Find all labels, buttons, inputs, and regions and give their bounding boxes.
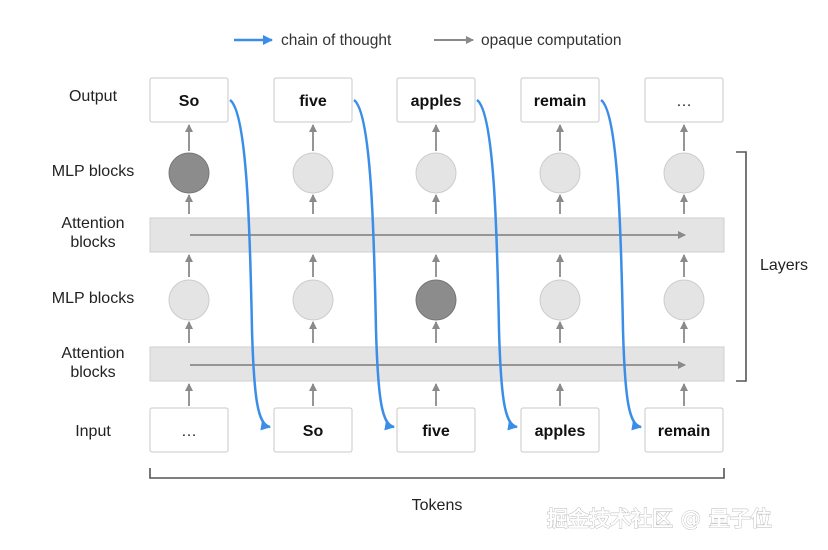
mlp-node-bottom	[168, 279, 210, 321]
layers-label: Layers	[760, 257, 808, 274]
row-label-attention-top-1: Attention	[61, 215, 124, 232]
input-token-label: …	[181, 423, 197, 440]
watermark: 掘金技术社区 @ 量子位	[547, 507, 772, 531]
column-1: five So	[273, 77, 353, 453]
cot-arrow-five	[353, 98, 395, 431]
attention-band-bottom	[149, 346, 725, 382]
output-token-box	[644, 77, 724, 123]
chain-of-thought-arrows	[229, 98, 642, 431]
legend-chain-label: chain of thought	[281, 32, 392, 49]
input-token-box	[520, 407, 600, 453]
column-0: So …	[149, 77, 229, 453]
column-2: apples five	[396, 77, 476, 453]
input-token-label: remain	[658, 423, 710, 440]
input-token-box	[273, 407, 353, 453]
input-token-label: So	[303, 423, 324, 440]
mlp-node-bottom	[292, 279, 334, 321]
row-label-attention-bottom-2: blocks	[70, 364, 115, 381]
output-token-box	[149, 77, 229, 123]
cot-arrow-remain	[600, 98, 642, 431]
row-label-input: Input	[75, 423, 111, 440]
mlp-node-top-active	[168, 152, 210, 194]
tokens-label: Tokens	[412, 497, 463, 514]
row-label-attention-top-2: blocks	[70, 234, 115, 251]
output-token-box	[273, 77, 353, 123]
mlp-node-top	[663, 152, 705, 194]
mlp-node-top	[415, 152, 457, 194]
input-token-label: apples	[535, 423, 586, 440]
input-token-box	[644, 407, 724, 453]
output-token-box	[396, 77, 476, 123]
output-token-label: remain	[534, 93, 586, 110]
cot-arrow-so	[229, 98, 271, 431]
cot-arrow-apples	[476, 98, 518, 431]
output-token-label: So	[179, 93, 200, 110]
row-labels: Output MLP blocks Attention blocks MLP b…	[52, 88, 134, 440]
row-label-mlp-bottom: MLP blocks	[52, 290, 134, 307]
column-4: … remain	[644, 77, 724, 453]
input-token-box	[396, 407, 476, 453]
row-label-attention-bottom-1: Attention	[61, 345, 124, 362]
output-token-label: apples	[411, 93, 462, 110]
mlp-node-bottom	[663, 279, 705, 321]
legend-opaque-label: opaque computation	[481, 32, 621, 49]
row-label-output: Output	[69, 88, 118, 105]
mlp-node-top	[539, 152, 581, 194]
tokens-bracket	[149, 468, 725, 479]
mlp-node-top	[292, 152, 334, 194]
row-label-mlp-top: MLP blocks	[52, 163, 134, 180]
output-token-label: five	[299, 93, 327, 110]
legend: chain of thought opaque computation	[234, 32, 621, 49]
output-token-box	[520, 77, 600, 123]
layers-bracket	[736, 151, 747, 382]
input-token-box	[149, 407, 229, 453]
input-token-label: five	[422, 423, 450, 440]
mlp-node-bottom-active	[415, 279, 457, 321]
output-token-label: …	[676, 93, 692, 110]
mlp-node-bottom	[539, 279, 581, 321]
column-3: remain apples	[520, 77, 600, 453]
